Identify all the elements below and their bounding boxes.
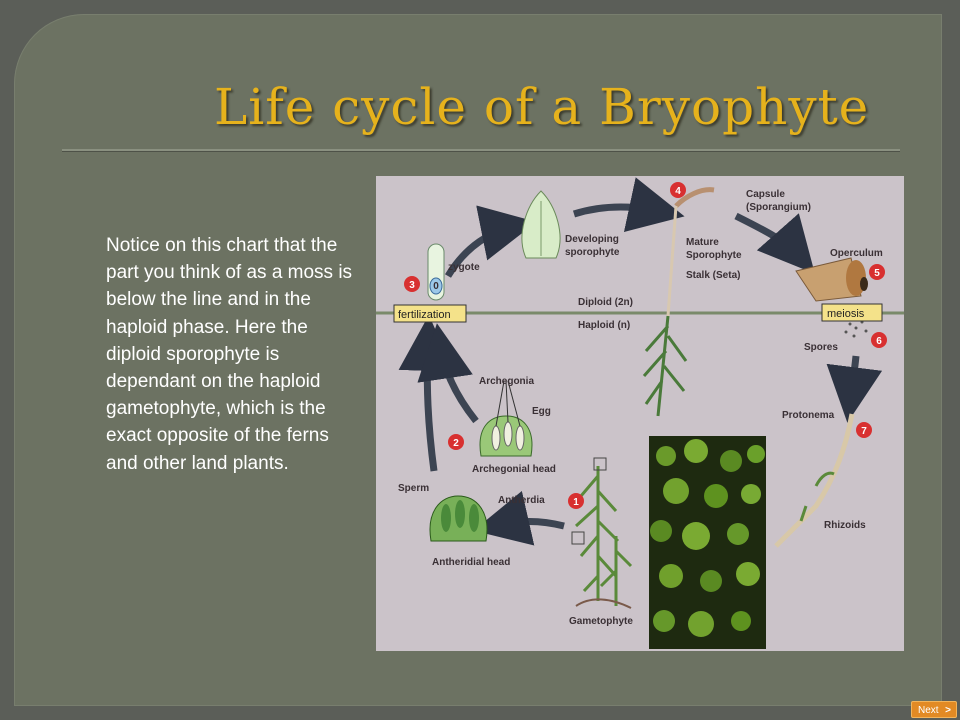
svg-text:7: 7 bbox=[861, 426, 867, 437]
label-gametophyte: Gametophyte bbox=[569, 616, 633, 627]
arrow-archegonial-to-fertilization bbox=[417, 323, 479, 424]
label-sperm: Sperm bbox=[398, 483, 429, 494]
meiosis-label: meiosis bbox=[827, 308, 865, 320]
label-antheridial-head: Antheridial head bbox=[432, 557, 510, 568]
label-sporangium: (Sporangium) bbox=[746, 202, 811, 213]
slide-body-text: Notice on this chart that the part you t… bbox=[106, 235, 353, 474]
fertilization-label: fertilization bbox=[398, 309, 451, 321]
svg-text:4: 4 bbox=[675, 186, 681, 197]
label-spores: Spores bbox=[804, 342, 838, 353]
step-badge-3: 3 bbox=[404, 276, 420, 292]
svg-text:3: 3 bbox=[409, 280, 415, 291]
zygote-illustration bbox=[427, 243, 445, 301]
meiosis-box: meiosis bbox=[821, 303, 883, 322]
developing-sporophyte-illustration bbox=[521, 190, 561, 259]
antheridial-head-illustration bbox=[429, 495, 488, 542]
svg-text:1: 1 bbox=[573, 497, 579, 508]
egg-symbol: 0 bbox=[433, 281, 439, 292]
next-button-label: Next bbox=[918, 705, 939, 716]
chevron-right-icon: > bbox=[945, 705, 951, 716]
moss-photo bbox=[649, 436, 766, 649]
arrow-to-mature bbox=[572, 177, 685, 233]
label-rhizoids: Rhizoids bbox=[824, 520, 866, 531]
label-protonema: Protonema bbox=[782, 410, 835, 421]
slide-title: Life cycle of a Bryophyte bbox=[214, 78, 870, 136]
label-zygote: zygote bbox=[448, 262, 480, 273]
label-mature: Mature bbox=[686, 237, 719, 248]
fertilization-box: fertilization bbox=[393, 304, 467, 323]
svg-text:2: 2 bbox=[453, 438, 459, 449]
arrow-to-antheridial bbox=[473, 490, 565, 546]
arrow-to-protonema bbox=[826, 355, 883, 423]
life-cycle-diagram: 0 bbox=[376, 176, 904, 651]
arrow-to-fertilization bbox=[398, 315, 455, 472]
label-stalk: Stalk (Seta) bbox=[686, 270, 740, 281]
title-divider bbox=[62, 149, 900, 152]
label-haploid: Haploid (n) bbox=[578, 320, 630, 331]
label-archegonial-head: Archegonial head bbox=[472, 464, 556, 475]
label-archegonia: Archegonia bbox=[479, 376, 534, 387]
life-cycle-svg: 0 bbox=[376, 177, 904, 649]
step-badge-5: 5 bbox=[869, 264, 885, 280]
next-button[interactable]: Next > bbox=[911, 701, 957, 718]
label-mature-sporophyte: Sporophyte bbox=[686, 250, 742, 261]
label-capsule: Capsule bbox=[746, 189, 785, 200]
step-badge-1: 1 bbox=[568, 493, 584, 509]
operculum-capsule-illustration bbox=[795, 257, 868, 302]
label-antherdia: Antherdia bbox=[498, 495, 545, 506]
gametophyte-illustration bbox=[571, 457, 633, 609]
label-developing-sporophyte: sporophyte bbox=[565, 247, 620, 258]
label-operculum: Operculum bbox=[830, 248, 883, 259]
arrow-to-operculum bbox=[734, 212, 815, 274]
step-badge-6: 6 bbox=[871, 332, 887, 348]
label-developing: Developing bbox=[565, 234, 619, 245]
archegonial-head-illustration bbox=[479, 380, 533, 457]
svg-text:5: 5 bbox=[874, 268, 880, 279]
protonema-illustration bbox=[774, 413, 855, 548]
step-badge-4: 4 bbox=[670, 182, 686, 198]
step-badge-2: 2 bbox=[448, 434, 464, 450]
step-badge-7: 7 bbox=[856, 422, 872, 438]
arrow-zygote-to-sporophyte bbox=[444, 205, 537, 278]
label-diploid: Diploid (2n) bbox=[578, 297, 633, 308]
label-egg: Egg bbox=[532, 406, 551, 417]
spores-illustration bbox=[844, 320, 868, 338]
mature-sporophyte-illustration bbox=[642, 187, 715, 417]
svg-text:6: 6 bbox=[876, 336, 882, 347]
